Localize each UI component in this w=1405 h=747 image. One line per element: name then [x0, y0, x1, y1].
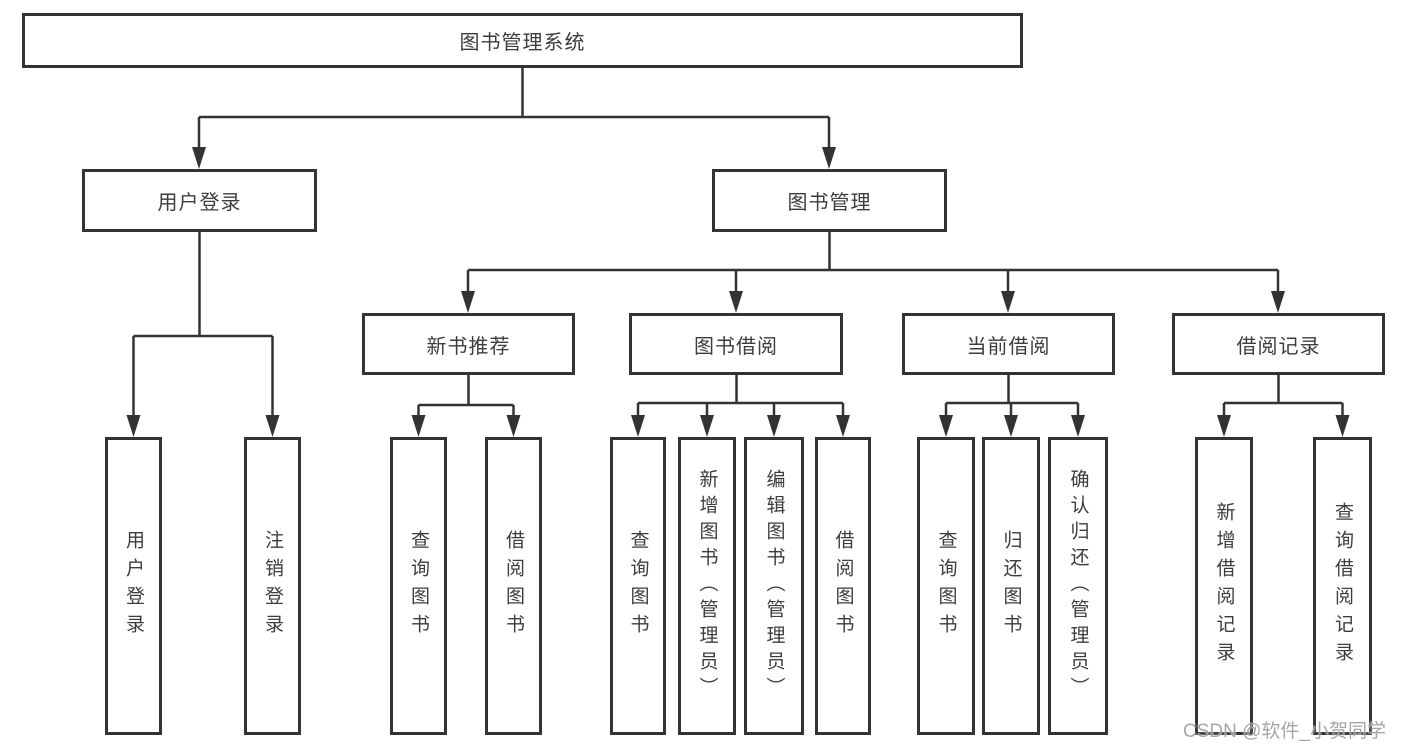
arrowhead-icons: [126, 147, 1350, 437]
node-new-book-recommendation: 新书推荐: [362, 313, 575, 375]
leaf-query-books-borrow-label: 查询图书: [627, 530, 649, 642]
leaf-edit-books-admin: 编辑图书（管理员）: [744, 437, 804, 735]
leaf-borrow-books-recommend: 借阅图书: [485, 437, 542, 735]
node-root: 图书管理系统: [22, 13, 1023, 68]
leaf-add-borrow-record-label: 新增借阅记录: [1213, 502, 1235, 670]
node-new-book-recommendation-label: 新书推荐: [426, 335, 511, 358]
leaf-logout-label: 注销登录: [262, 530, 283, 642]
leaf-query-books-recommend: 查询图书: [390, 437, 447, 735]
node-user-login: 用户登录: [82, 169, 317, 232]
node-book-borrowing: 图书借阅: [629, 313, 843, 375]
leaf-borrow-books-label: 借阅图书: [832, 530, 854, 642]
leaf-edit-books-admin-label: 编辑图书（管理员）: [763, 469, 785, 703]
leaf-logout: 注销登录: [244, 437, 301, 735]
node-borrowing-records: 借阅记录: [1172, 313, 1385, 375]
leaf-query-borrow-record: 查询借阅记录: [1313, 437, 1372, 735]
leaf-query-books-current: 查询图书: [917, 437, 975, 735]
node-book-borrowing-label: 图书借阅: [694, 335, 778, 358]
node-book-management: 图书管理: [712, 169, 947, 232]
node-user-login-label: 用户登录: [157, 192, 242, 214]
leaf-add-books-admin-label: 新增图书（管理员）: [696, 469, 718, 703]
watermark: CSDN @软件_小贺同学: [1183, 721, 1386, 742]
node-root-label: 图书管理系统: [459, 32, 586, 54]
leaf-return-books: 归还图书: [982, 437, 1040, 735]
leaf-borrow-books: 借阅图书: [815, 437, 871, 735]
leaf-user-login: 用户登录: [105, 437, 162, 735]
node-current-borrowing-label: 当前借阅: [966, 335, 1051, 358]
node-borrowing-records-label: 借阅记录: [1236, 335, 1321, 358]
leaf-return-books-label: 归还图书: [1000, 530, 1022, 642]
leaf-query-borrow-record-label: 查询借阅记录: [1332, 502, 1353, 670]
node-current-borrowing: 当前借阅: [902, 313, 1115, 375]
leaf-add-books-admin: 新增图书（管理员）: [678, 437, 736, 735]
node-book-management-label: 图书管理: [787, 192, 872, 214]
leaf-confirm-return-admin: 确认归还（管理员）: [1048, 437, 1108, 735]
leaf-add-borrow-record: 新增借阅记录: [1195, 437, 1253, 735]
leaf-query-books-recommend-label: 查询图书: [408, 530, 429, 642]
leaf-query-books-borrow: 查询图书: [610, 437, 666, 735]
leaf-confirm-return-admin-label: 确认归还（管理员）: [1067, 469, 1089, 703]
leaf-borrow-books-recommend-label: 借阅图书: [503, 530, 524, 642]
leaf-user-login-label: 用户登录: [123, 530, 144, 642]
leaf-query-books-current-label: 查询图书: [935, 530, 957, 642]
